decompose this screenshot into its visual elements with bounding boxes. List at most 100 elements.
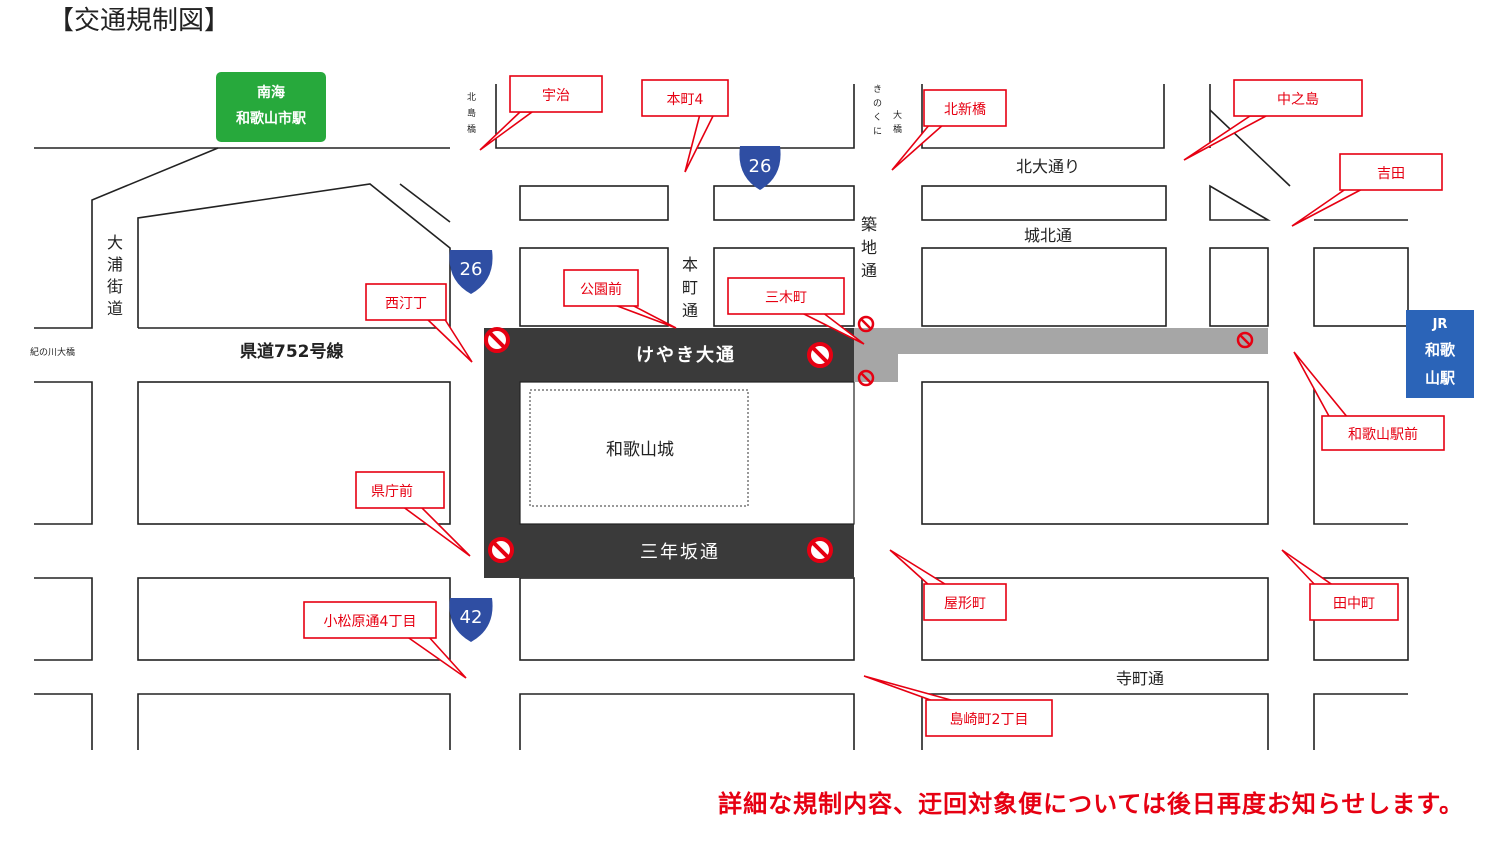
ohashi-char-2: 橋 (893, 123, 902, 135)
block (519, 247, 669, 327)
stop-label: 小松原通4丁目 (324, 614, 417, 630)
block (921, 577, 1269, 661)
stop-label: 屋形町 (944, 596, 986, 612)
route-number: 26 (749, 156, 772, 177)
stop-label: 島崎町2丁目 (950, 712, 1029, 728)
honmachi-char-3: 通 (682, 301, 698, 320)
nankai-line: 南海 (257, 85, 285, 101)
no-entry-icon (857, 315, 875, 333)
block (921, 247, 1167, 327)
nankai-station-badge: 南海 和歌山市駅 (216, 72, 326, 142)
stop-label: 北新橋 (944, 102, 986, 118)
callout-wakayama-ekimae: 和歌山駅前 (1293, 351, 1445, 451)
bus-stop-callouts: 宇治 本町4 北新橋 中之島 吉田 公園前 (303, 75, 1445, 737)
stop-label: 公園前 (580, 281, 622, 298)
kinokuni-char-1: き (873, 84, 882, 95)
stop-label: 吉田 (1377, 166, 1405, 182)
no-entry-icon (1236, 331, 1254, 349)
oura-char-2: 浦 (107, 255, 123, 274)
johoku-label: 城北通 (1024, 226, 1072, 245)
route-shields: 26 26 42 (449, 146, 781, 642)
callout-koenmae: 公園前 (563, 269, 677, 329)
jr-station-name-2: 山駅 (1424, 369, 1455, 387)
route-number: 42 (460, 607, 483, 628)
no-entry-icon (807, 342, 833, 368)
castle-outline (529, 389, 749, 507)
nankai-station-name: 和歌山市駅 (236, 111, 306, 127)
callout-mikimachi: 三木町 (727, 277, 865, 345)
oura-char-4: 道 (107, 299, 123, 318)
keyaki-road-label: けやき大通 (636, 344, 736, 366)
no-entry-signs (484, 315, 1254, 563)
route-26-shield-north: 26 (739, 146, 781, 190)
castle-label: 和歌山城 (606, 440, 674, 460)
callout-komatsubara: 小松原通4丁目 (303, 601, 467, 679)
kitajima-char-3: 橋 (467, 123, 476, 135)
stop-label: 宇治 (542, 88, 570, 104)
jr-station-name-1: 和歌 (1424, 341, 1455, 359)
honmachi-char-1: 本 (682, 255, 698, 274)
ohashi-char-1: 大 (893, 109, 902, 121)
no-entry-icon (857, 369, 875, 387)
kinokawa-bridge-label: 紀の川大橋 (30, 346, 75, 358)
jr-line: JR (1432, 317, 1448, 332)
stop-label: 中之島 (1277, 92, 1319, 108)
traffic-map: 和歌山城 けやき大通 三年坂通 県道752号線 北大通り 城北通 寺町通 紀の川… (30, 75, 1445, 750)
stop-label: 西汀丁 (385, 296, 427, 312)
stop-label: 本町4 (667, 92, 704, 108)
sannenzaka-road-label: 三年坂通 (640, 542, 720, 563)
callout-kenchomae: 県庁前 (355, 471, 471, 557)
stop-label: 和歌山駅前 (1348, 426, 1418, 443)
kitajima-char-2: 島 (467, 107, 476, 119)
castle-block (519, 381, 855, 525)
block (519, 577, 855, 661)
jr-station-badge: JR 和歌 山駅 (1406, 310, 1474, 398)
block (713, 247, 855, 327)
route-number: 26 (460, 259, 483, 280)
closure-zone: 和歌山城 けやき大通 三年坂通 (484, 328, 855, 578)
city-blocks (34, 84, 1409, 750)
page-title: 【交通規制図】 (48, 6, 231, 36)
block (137, 577, 451, 661)
kinokuni-char-4: に (873, 126, 882, 137)
block (1209, 247, 1269, 327)
block (1313, 247, 1409, 327)
tsukiji-char-3: 通 (861, 261, 877, 280)
prefectural-road-label: 県道752号線 (240, 341, 344, 362)
detour-route (854, 328, 1268, 382)
callout-nishiteicho: 西汀丁 (365, 283, 473, 363)
kitaodori-label: 北大通り (1016, 157, 1080, 176)
no-entry-icon (484, 327, 510, 353)
kitajima-char-1: 北 (467, 92, 476, 103)
tsukiji-char-1: 築 (861, 215, 877, 234)
kinokuni-char-2: の (873, 99, 882, 109)
callout-yoshida: 吉田 (1291, 153, 1443, 227)
oura-char-1: 大 (107, 233, 123, 252)
block (713, 185, 855, 221)
stop-label: 県庁前 (371, 483, 413, 500)
honmachi-char-2: 町 (682, 278, 698, 297)
oura-char-3: 街 (107, 277, 123, 296)
no-entry-icon (488, 537, 514, 563)
callout-uji: 宇治 (479, 75, 603, 151)
no-entry-icon (807, 537, 833, 563)
callout-shimazakicho: 島崎町2丁目 (863, 675, 1053, 737)
stop-label: 田中町 (1333, 596, 1375, 612)
callout-honmachi4: 本町4 (641, 79, 729, 173)
route-26-shield-west: 26 (449, 250, 493, 294)
route-42-shield: 42 (449, 598, 493, 642)
teramachi-label: 寺町通 (1116, 669, 1164, 688)
tsukiji-char-2: 地 (861, 238, 877, 257)
notice-text: 詳細な規制内容、迂回対象便については後日再度お知らせします。 (718, 790, 1464, 818)
block (137, 381, 451, 525)
block (1209, 184, 1271, 221)
callout-kitashinbashi: 北新橋 (891, 89, 1007, 171)
block (519, 185, 669, 221)
callout-nakanoshima: 中之島 (1183, 79, 1363, 161)
stop-label: 三木町 (765, 290, 807, 306)
block (921, 185, 1167, 221)
callout-yakatamachi: 屋形町 (889, 549, 1007, 621)
block (921, 381, 1269, 525)
callout-tanakamachi: 田中町 (1281, 549, 1399, 621)
kinokuni-char-3: く (873, 113, 882, 123)
